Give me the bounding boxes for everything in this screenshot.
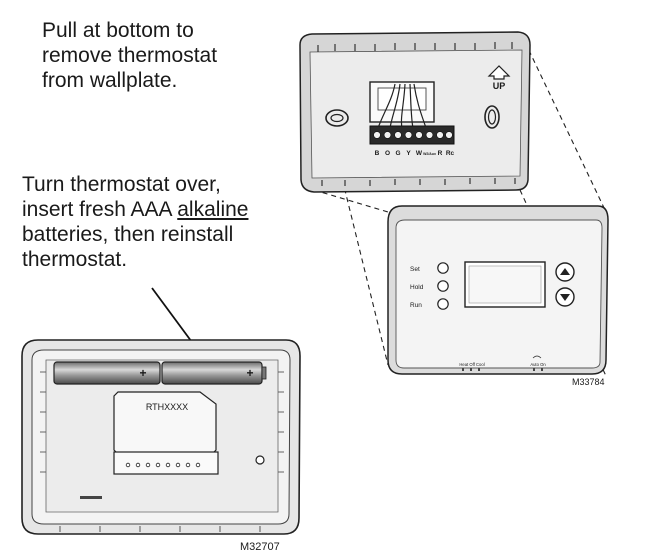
terminal-label: O xyxy=(385,150,390,157)
battery-polarity-plus: + xyxy=(246,366,253,380)
instruction-line: thermostat. xyxy=(22,248,128,271)
set-button[interactable] xyxy=(437,262,449,274)
instruction-text: insert fresh AAA xyxy=(22,198,178,221)
battery-polarity-plus: + xyxy=(139,366,146,380)
mounting-hole-right xyxy=(484,105,500,129)
fan-switch-icon xyxy=(532,355,542,359)
mounting-hole-left xyxy=(325,109,349,127)
model-label: RTHXXXX xyxy=(146,402,188,412)
up-arrow-icon xyxy=(487,65,511,80)
instruction-line: batteries, then reinstall xyxy=(22,223,234,246)
up-triangle-icon xyxy=(560,268,570,275)
thermostat-front: Set Hold Run Heat Off Cool Auto On M3378… xyxy=(387,205,609,387)
figure-id-front: M33784 xyxy=(572,377,605,387)
fan-switch-label: Auto On xyxy=(530,362,546,367)
figure-id-back: M32707 xyxy=(240,541,280,553)
terminal-label: W2/Aux xyxy=(423,152,436,156)
terminal-labels: B O G Y W W2/Aux R Rc xyxy=(375,150,455,157)
thermostat-back: + + RTHXXXX M32707 xyxy=(21,339,301,553)
terminal-label: Rc xyxy=(446,150,455,157)
set-button-label: Set xyxy=(410,266,420,273)
terminal-label: G xyxy=(395,150,400,157)
terminal-label: B xyxy=(375,150,380,157)
instruction-line: insert fresh AAA alkaline xyxy=(22,197,248,222)
hold-button-label: Hold xyxy=(410,284,424,291)
terminal-label: R xyxy=(438,150,443,157)
terminal-label: Y xyxy=(406,150,411,157)
run-button-label: Run xyxy=(410,302,422,309)
connector xyxy=(113,451,219,475)
wires xyxy=(377,83,427,129)
wallplate: B O G Y W W2/Aux R Rc UP xyxy=(299,31,531,193)
run-button[interactable] xyxy=(437,298,449,310)
instruction-line: remove thermostat xyxy=(42,44,218,67)
temp-down-button[interactable] xyxy=(555,287,575,307)
mode-buttons: Set Hold Run xyxy=(410,262,449,310)
battery-left xyxy=(53,361,161,385)
system-switch-label: Heat Off Cool xyxy=(459,362,484,367)
instruction-line: Pull at bottom to xyxy=(42,19,194,42)
instruction-remove-thermostat: Pull at bottom to remove thermostat from… xyxy=(42,18,217,93)
down-triangle-icon xyxy=(560,294,570,301)
temp-up-button[interactable] xyxy=(555,262,575,282)
up-label: UP xyxy=(493,81,506,91)
hold-button[interactable] xyxy=(437,280,449,292)
instruction-insert-batteries: Turn thermostat over, insert fresh AAA a… xyxy=(22,172,248,272)
screw-hole xyxy=(255,455,265,465)
instruction-line: from wallplate. xyxy=(42,69,178,92)
terminal-label: W xyxy=(416,150,423,157)
instruction-line: Turn thermostat over, xyxy=(22,173,221,196)
alkaline-emphasis: alkaline xyxy=(177,198,249,221)
